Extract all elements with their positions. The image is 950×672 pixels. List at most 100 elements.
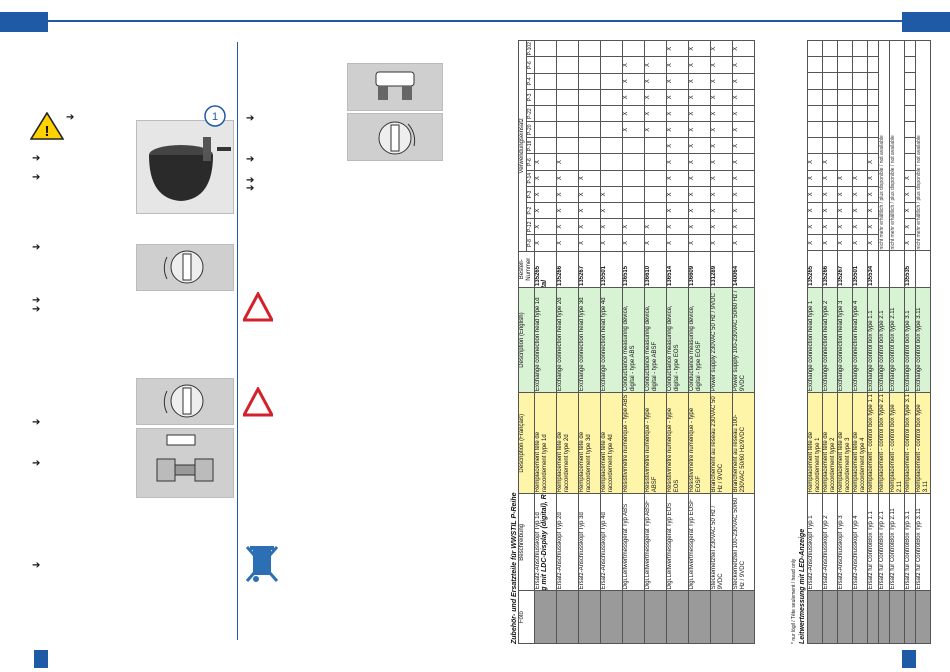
usage-cell: X [822,153,838,171]
usage-cell: X [666,170,689,187]
usage-cell [837,121,853,138]
usage-cell: X [822,202,838,219]
col-header-desc-de: Beschreibung [518,493,535,591]
part-photo [534,590,557,644]
usage-cell [807,56,823,73]
cell-de: Steckernetzteil 230VAC 50 Hz / 9VDC [710,493,733,591]
usage-cell: X [644,73,667,90]
footnote: * nur lógil / Tête seulement / head only [791,558,797,644]
usage-cell: X [688,89,711,106]
cell-fr: Résistivimètre numérique - type ABSF [644,392,667,494]
arrow-icon: ➔ [246,113,255,124]
cell-fr: Remplacement tête de raccordement type 3… [578,392,601,494]
usage-cell [556,56,579,74]
usage-cell: X [837,202,853,219]
usage-cell: X [688,121,711,138]
usage-cell: X [852,186,868,203]
usage-cell [807,40,823,57]
table-row: Steckernetzteil 100-230VAC 50/60 Hz / 9V… [732,40,755,644]
usage-cell: X [710,186,733,203]
section-heading-led: Leitwertmessung mit LED-Anzeige [799,528,806,644]
usage-cell: X [732,105,755,122]
arrow-icon: ➔ [32,295,41,306]
usage-cell: X [622,56,645,74]
rotate-dial-figure [136,244,234,291]
cell-no: 135501 [600,251,623,288]
usage-cell: X [556,186,579,203]
arrow-icon: ➔ [32,417,41,428]
usage-cell: X [666,56,689,74]
usage-cell [904,105,916,122]
cell-de: Ersatz-Anschlusskopf Typ 2d [556,493,579,591]
cell-en: Exchange connection head type 4d [600,287,623,393]
cell-de: Ersatz-Anschlusskopf Typ 4d [600,493,623,591]
usage-cell: X [688,170,711,187]
part-photo [915,590,931,644]
usage-cell: X [710,218,733,235]
usage-cell: X [904,218,916,235]
usage-cell: X [666,218,689,235]
cell-fr: Remplacement - control box type 3.1 [904,392,916,494]
device-header-5: P-6 [526,154,535,171]
cell-en: Exchange connection head type 1 [807,287,823,393]
usage-cell [600,89,623,106]
part-photo [837,590,853,644]
usage-cell: X [807,186,823,203]
usage-cell [644,137,667,154]
cell-de: Ersatz für ControlBox Typ 1.1 [867,493,879,591]
arrow-icon: ➔ [32,172,41,183]
usage-cell: X [688,218,711,235]
usage-cell: X [807,170,823,187]
usage-cell: X [710,121,733,138]
usage-cell: X [867,170,879,187]
usage-cell [822,56,838,73]
usage-cell: X [807,218,823,235]
cell-de: Ersatz-Anschlusskopf Typ 2 [822,493,838,591]
usage-cell [600,121,623,138]
device-photo [136,120,234,214]
usage-cell [622,154,645,171]
part-photo [889,590,905,644]
callout-circle: 1 [204,105,226,127]
usage-cell: X [666,186,689,203]
usage-cell: X [732,170,755,187]
footer-tab-right [902,650,916,668]
usage-cell: X [556,234,579,252]
part-photo [822,590,838,644]
part-photo [867,590,879,644]
usage-cell: X [807,153,823,171]
col-header-order-no: Bestell-Nummer [518,251,535,288]
usage-cell [904,153,916,171]
footer-tab-left [34,650,48,668]
device-illustration [149,137,231,201]
cell-de: Ersatz für ControlBox Typ 3.11 [915,493,931,591]
usage-cell: X [688,234,711,252]
cell-de: Digi.Leitwertmessgerät Typ ABS [622,493,645,591]
usage-cell: X [556,170,579,187]
cell-en: Power supply 230VAC 50 Hz / 9VDC [710,287,733,393]
cell-de: Ersatz-Anschlusskopf Typ 1 [807,493,823,591]
usage-cell: X [578,218,601,235]
usage-cell: X [622,73,645,90]
header-tab-right [902,12,950,32]
cell-de: Ersatz für ControlBox Typ 2.1 [878,493,890,591]
usage-cell: X [837,218,853,235]
usage-cell: X [732,154,755,171]
device-header-2: P-2 [526,202,535,219]
usage-cell [822,40,838,57]
cell-en: Exchange connection head type 3 [837,287,853,393]
usage-cell [852,89,868,106]
usage-cell [578,154,601,171]
warning-mark: ! [45,123,50,140]
usage-cell [622,170,645,187]
cell-no: 135267 [578,251,601,288]
usage-cell [534,137,557,154]
cell-en: Exchange connection head type 2d [556,287,579,393]
usage-cell: X [534,154,557,171]
usage-cell: X [666,121,689,138]
cell-de: Ersatz-Anschlusskopf Typ 3d [578,493,601,591]
